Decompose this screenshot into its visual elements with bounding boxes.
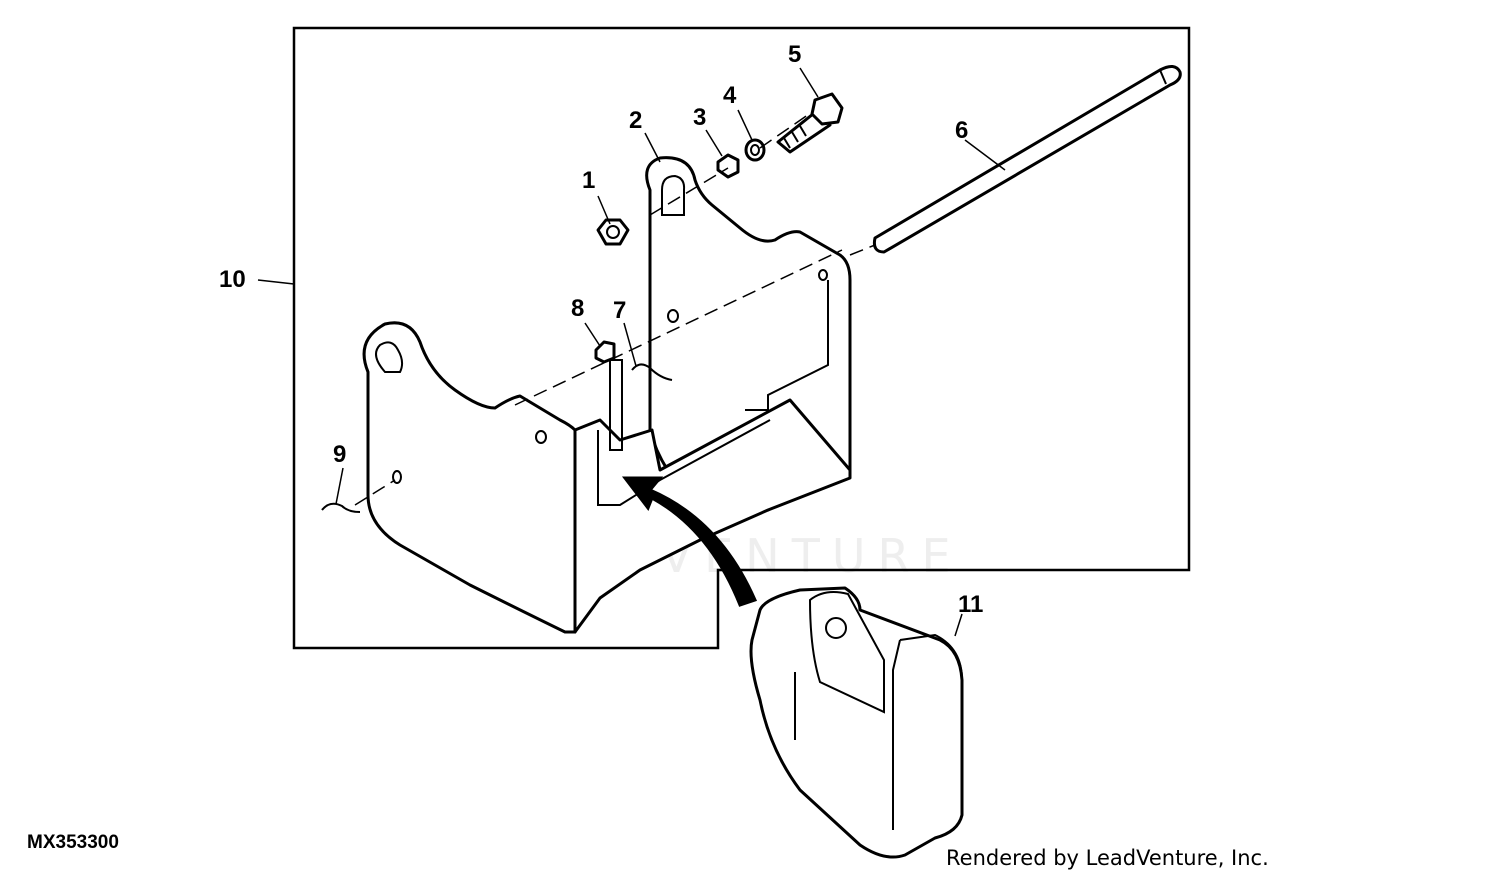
hardware (596, 92, 844, 246)
callout-3: 3 (693, 104, 706, 131)
callout-2: 2 (629, 107, 642, 134)
credit-text: Rendered by LeadVenture, Inc. (946, 846, 1269, 870)
callout-4: 4 (723, 82, 737, 109)
callouts: 1 2 3 4 5 6 7 8 9 10 11 (219, 41, 983, 618)
callout-8: 8 (571, 295, 584, 322)
callout-7: 7 (613, 297, 626, 324)
callout-1: 1 (582, 167, 595, 194)
figure-code: MX353300 (27, 832, 119, 853)
callout-10: 10 (219, 266, 246, 293)
insertion-arrow (621, 476, 758, 607)
kit-frame (292, 26, 1191, 650)
callout-9: 9 (333, 441, 346, 468)
pin-6 (872, 65, 1182, 254)
callout-6: 6 (955, 117, 968, 144)
callout-11: 11 (958, 591, 983, 618)
leader-lines (257, 67, 1006, 637)
alignment-lines (354, 111, 876, 506)
callout-5: 5 (788, 41, 801, 68)
front-bracket (362, 321, 852, 634)
weight-11 (749, 586, 964, 859)
